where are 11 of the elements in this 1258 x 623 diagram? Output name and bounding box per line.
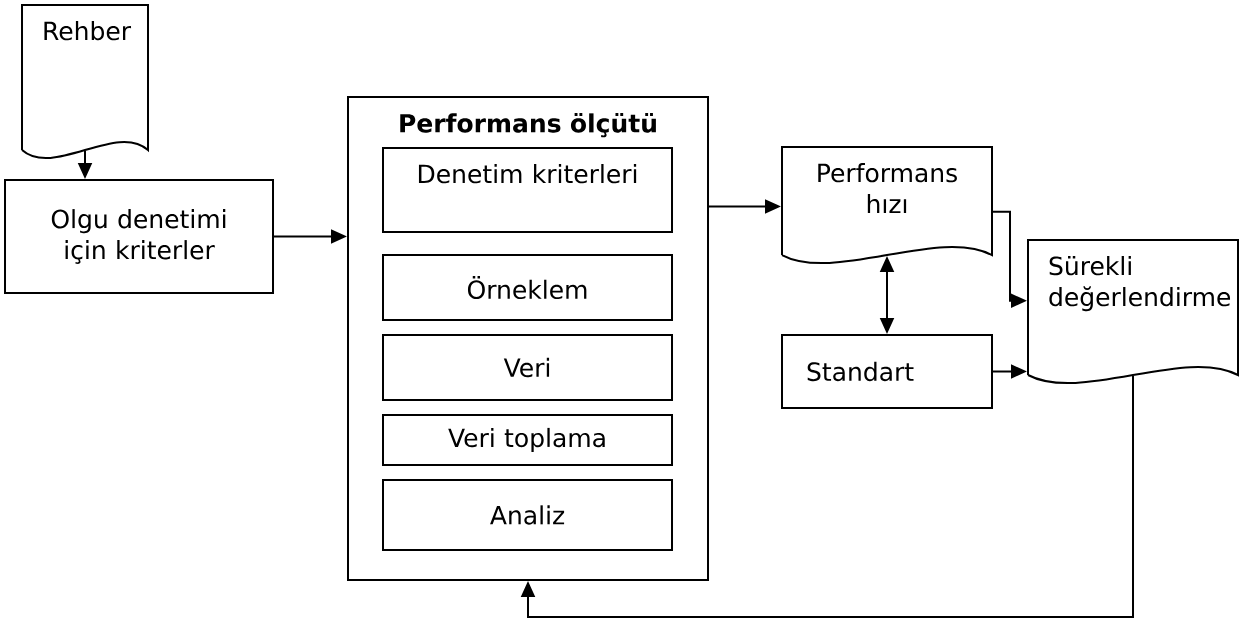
process-box: Denetim kriterleri (382, 147, 673, 233)
document-shape: Rehber (21, 4, 149, 159)
arrow (520, 375, 1134, 618)
process-box: Standart (781, 334, 993, 409)
process-box: Olgu denetimi için kriterler (4, 179, 274, 294)
document-shape: Sürekli değerlendirme (1027, 239, 1239, 384)
process-box: Veri (382, 334, 673, 401)
process-box: Veri toplama (382, 414, 673, 466)
process-box: Örneklem (382, 254, 673, 321)
process-box: Analiz (382, 479, 673, 551)
document-shape: Performans hızı (781, 146, 993, 264)
